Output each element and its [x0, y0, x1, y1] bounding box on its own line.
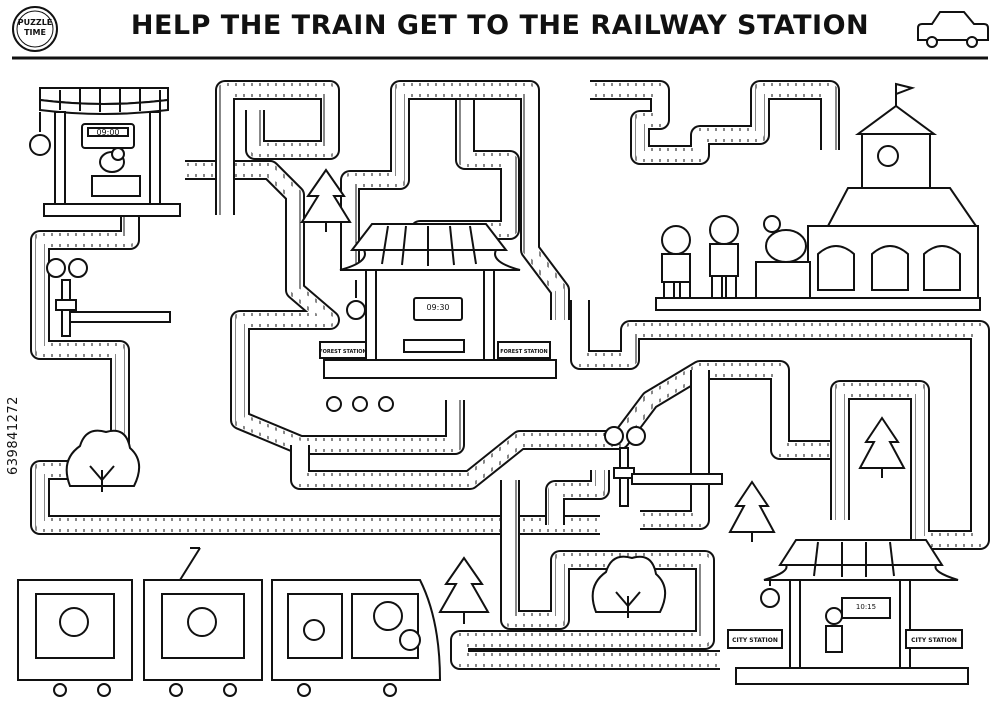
forest-station [319, 223, 557, 412]
page-title: HELP THE TRAIN GET TO THE RAILWAY STATIO… [130, 10, 870, 41]
tree [728, 480, 776, 542]
track-layer [293, 363, 830, 487]
city-station [727, 539, 969, 685]
track-layer [576, 300, 984, 544]
track-layer [456, 480, 720, 664]
logo-text: PUZZLE TIME [12, 6, 58, 52]
city-station-sign-right: CITY STATION [911, 637, 957, 644]
tree [438, 556, 490, 624]
children-characters [661, 215, 739, 299]
city-station-sign-left: CITY STATION [732, 637, 778, 644]
top-left-station-clock: 09:00 [96, 128, 119, 137]
forest-station-sign-right: FOREST STATION [500, 349, 548, 355]
car-icon [917, 11, 989, 48]
track-layer [290, 360, 830, 490]
top-left-station [29, 87, 181, 217]
tree [300, 168, 352, 232]
tree [858, 416, 906, 478]
track-layer [221, 86, 334, 215]
puzzle-time-logo [12, 6, 58, 52]
track-layer [440, 86, 564, 320]
track-layer [185, 166, 459, 449]
chicken-character [763, 215, 807, 263]
track-segment [300, 370, 830, 480]
bird-character [99, 147, 125, 173]
bush [591, 555, 667, 618]
forest-station-sign-left: FOREST STATION [319, 349, 367, 355]
city-station-clock: 10:15 [856, 603, 876, 611]
track-layer [590, 80, 840, 165]
track-layer [296, 366, 830, 484]
tram-passengers [59, 601, 421, 651]
track-layer [292, 362, 830, 488]
bush [65, 429, 141, 492]
railway-signal-left [46, 258, 171, 337]
track-layer [551, 470, 604, 525]
track-layer [640, 370, 704, 524]
track-layer [590, 86, 834, 159]
track-layer [36, 205, 600, 529]
maze-tracks [30, 80, 990, 670]
forest-station-clock: 09:30 [426, 303, 449, 312]
stock-id: 639841272 [6, 396, 21, 475]
logo-line-2: TIME [24, 28, 46, 37]
girl-character [825, 607, 843, 653]
railway-signal-center [604, 426, 723, 507]
railway-station-building [655, 82, 981, 311]
logo-line-1: PUZZLE [17, 18, 53, 27]
